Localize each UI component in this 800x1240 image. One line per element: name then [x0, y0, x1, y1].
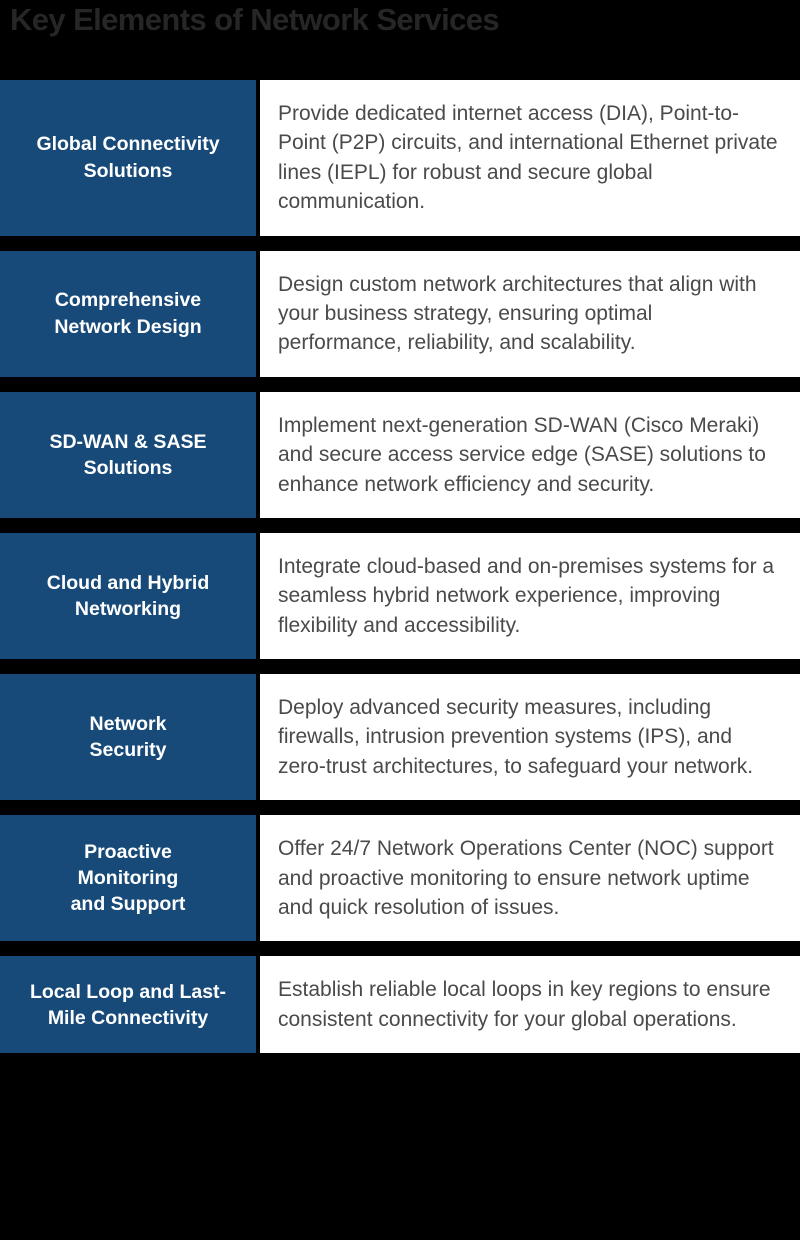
table-row: Local Loop and Last- Mile Connectivity E…	[0, 956, 800, 1054]
table-row: Global Connectivity Solutions Provide de…	[0, 80, 800, 236]
row-description: Implement next-generation SD-WAN (Cisco …	[260, 391, 800, 518]
row-label: Local Loop and Last- Mile Connectivity	[0, 956, 256, 1054]
row-description: Integrate cloud-based and on-premises sy…	[260, 532, 800, 660]
table-row: Comprehensive Network Design Design cust…	[0, 250, 800, 377]
row-label: Proactive Monitoring and Support	[0, 815, 256, 942]
page-title: Key Elements of Network Services	[10, 2, 500, 37]
row-description: Provide dedicated internet access (DIA),…	[260, 80, 800, 236]
table-row: SD-WAN & SASE Solutions Implement next-g…	[0, 391, 800, 518]
row-label: SD-WAN & SASE Solutions	[0, 391, 256, 518]
row-description: Deploy advanced security measures, inclu…	[260, 674, 800, 801]
row-label: Global Connectivity Solutions	[0, 80, 256, 236]
rows-container: Global Connectivity Solutions Provide de…	[0, 80, 800, 1054]
row-label: Cloud and Hybrid Networking	[0, 532, 256, 660]
row-description: Establish reliable local loops in key re…	[260, 956, 800, 1054]
row-label: Comprehensive Network Design	[0, 250, 256, 377]
row-label: Network Security	[0, 674, 256, 801]
row-description: Design custom network architectures that…	[260, 250, 800, 377]
table-row: Network Security Deploy advanced securit…	[0, 674, 800, 801]
table-row: Proactive Monitoring and Support Offer 2…	[0, 815, 800, 942]
row-description: Offer 24/7 Network Operations Center (NO…	[260, 815, 800, 942]
table-row: Cloud and Hybrid Networking Integrate cl…	[0, 532, 800, 660]
